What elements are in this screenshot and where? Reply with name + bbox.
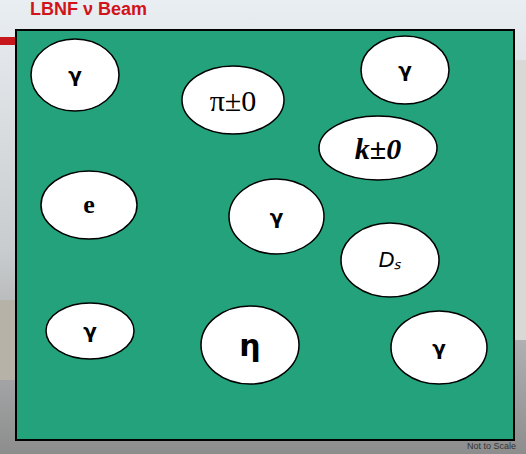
ellipse-shape	[41, 171, 137, 239]
particle-symbol: γ	[83, 320, 97, 342]
particle-symbol: γ	[270, 206, 284, 228]
ellipse-shape	[201, 306, 299, 384]
particle-symbol: Dₛ	[379, 248, 402, 272]
particle-symbol: γ	[398, 59, 412, 81]
note-label: Not to Scale	[467, 441, 516, 451]
ellipse-shape	[182, 66, 284, 134]
particle-ellipse: γ	[30, 38, 120, 112]
ellipse-shape	[361, 36, 449, 104]
ellipse-shape	[31, 39, 119, 111]
particle-ellipse: π±0	[181, 65, 285, 135]
particle-ellipse: e	[40, 170, 138, 240]
particle-ellipse: η	[200, 305, 300, 385]
particle-symbol: γ	[432, 337, 446, 359]
slide-title: LBNF ν Beam	[30, 0, 147, 20]
particle-ellipse: γ	[390, 310, 488, 385]
particle-symbol: e	[83, 191, 95, 220]
particle-ellipse: γ	[360, 35, 450, 105]
ellipse-shape	[229, 179, 324, 254]
particle-ellipse: γ	[45, 302, 135, 360]
ellipse-shape	[46, 303, 134, 359]
particle-symbol: η	[239, 329, 260, 362]
ellipse-shape	[319, 116, 437, 180]
particle-ellipse: γ	[228, 178, 325, 255]
particle-symbol: γ	[68, 64, 82, 86]
ellipse-shape	[341, 223, 439, 297]
ellipse-shape	[391, 311, 487, 384]
particle-ellipse: Dₛ	[340, 222, 440, 298]
green-panel	[16, 30, 514, 440]
particle-symbol: π±0	[210, 84, 257, 117]
particle-symbol: k±0	[355, 132, 401, 165]
particle-ellipse: k±0	[318, 115, 438, 181]
